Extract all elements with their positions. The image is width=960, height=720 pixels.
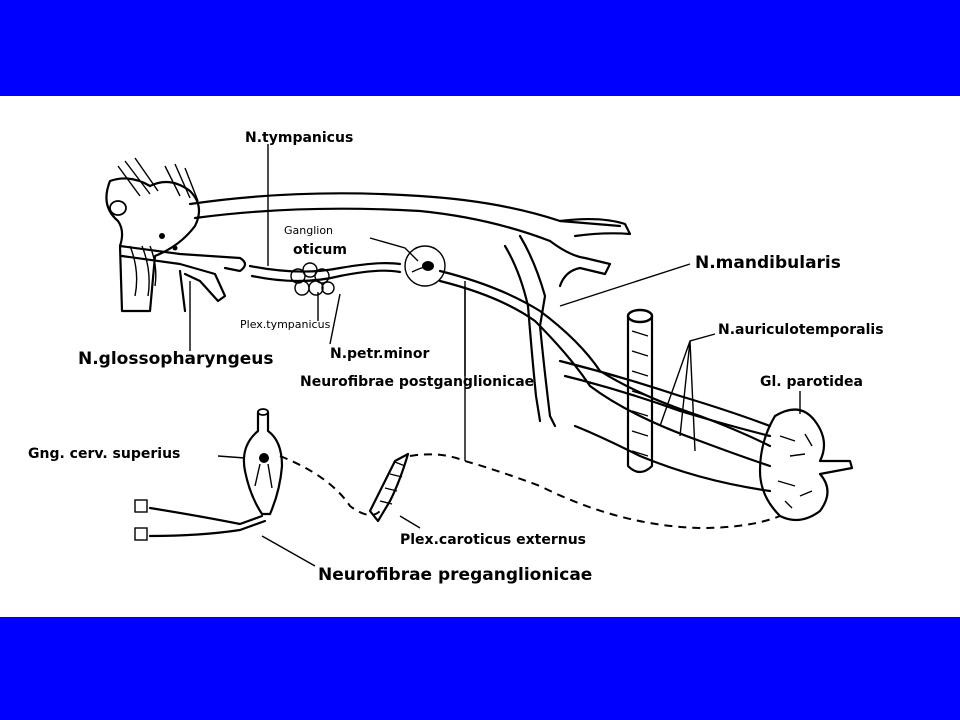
- label-neurofibrae-postganglionicae: Neurofibrae postganglionicae: [300, 374, 534, 390]
- parotid-gland-drawing: [758, 408, 854, 522]
- plexus-tympanicus-drawing: [290, 262, 335, 296]
- label-n-tympanicus: N.tympanicus: [245, 130, 353, 146]
- ganglion-oticum-drawing: [404, 245, 446, 287]
- label-plex-caroticus-externus: Plex.caroticus externus: [400, 532, 586, 548]
- preganglionic-fibers: [134, 499, 267, 541]
- label-n-auriculotemporalis: N.auriculotemporalis: [718, 322, 884, 338]
- diagram-panel: N.tympanicus Ganglion oticum N.mandibula…: [0, 96, 960, 617]
- label-plex-tympanicus: Plex.tympanicus: [240, 318, 331, 331]
- label-n-petr-minor: N.petr.minor: [330, 346, 429, 362]
- label-n-mandibularis: N.mandibularis: [695, 253, 841, 273]
- bottom-blue-band: [0, 617, 960, 720]
- label-neurofibrae-preganglionicae: Neurofibrae preganglionicae: [318, 565, 592, 585]
- nerve-diagram: N.tympanicus Ganglion oticum N.mandibula…: [28, 130, 884, 585]
- glossopharyngeus-nerve: [118, 244, 402, 313]
- label-n-glossopharyngeus: N.glossopharyngeus: [78, 349, 274, 369]
- superior-cervical-ganglion-drawing: [242, 408, 284, 516]
- leader-lines: [189, 144, 801, 567]
- top-blue-band: [0, 0, 960, 96]
- trigeminal-trunk: [188, 192, 632, 428]
- brainstem-drawing: [105, 157, 201, 313]
- label-oticum: oticum: [293, 242, 347, 258]
- label-ganglion: Ganglion: [284, 224, 333, 237]
- auriculotemporal-nerve: [438, 269, 772, 493]
- label-gl-parotidea: Gl. parotidea: [760, 374, 863, 390]
- plexus-caroticus-drawing: [368, 452, 410, 523]
- label-gng-cerv-superius: Gng. cerv. superius: [28, 446, 180, 462]
- artery-drawing: [626, 308, 654, 474]
